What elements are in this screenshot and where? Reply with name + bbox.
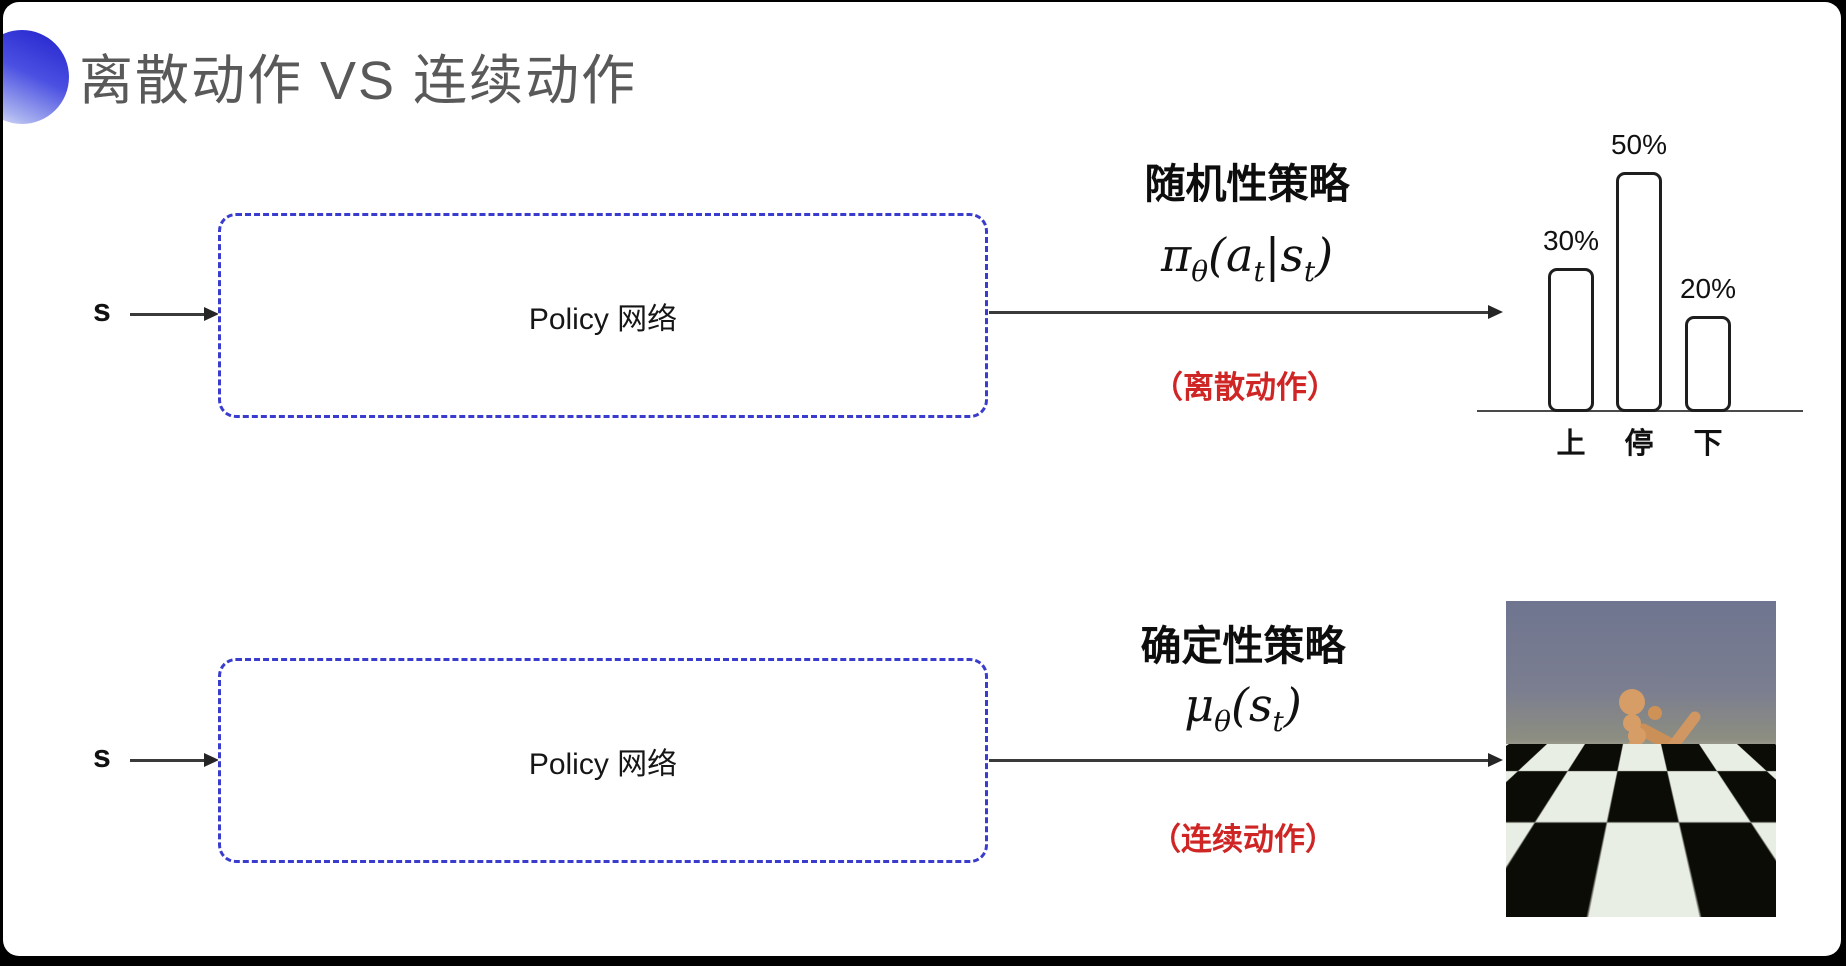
formula-subscript: t [1253, 255, 1265, 289]
bar-value-label: 30% [1542, 225, 1600, 256]
formula-paren: ) [1283, 678, 1302, 732]
state-input-label-bottom: s [93, 738, 111, 774]
floor-reflection [1566, 879, 1736, 917]
bar-up [1548, 268, 1594, 412]
state-input-label-top: s [93, 292, 111, 328]
continuous-action-note: （连续动作） [1150, 822, 1336, 857]
bar-value-label: 20% [1679, 273, 1737, 304]
category-label-down: 下 [1693, 428, 1723, 460]
category-label-up: 上 [1556, 428, 1586, 460]
formula-subscript: θ [1191, 255, 1209, 289]
bar-value-label: 50% [1610, 129, 1668, 160]
category-label-stop: 停 [1624, 428, 1654, 460]
output-arrow-top [989, 305, 1503, 319]
formula-subscript: t [1272, 705, 1284, 739]
stochastic-policy-title: 随机性策略 [1144, 161, 1350, 207]
slide-title: 离散动作 VS 连续动作 [79, 51, 638, 111]
bullet-sphere-icon [3, 30, 69, 124]
formula-paren: ( [1208, 228, 1226, 282]
bar-group-up: 30% [1543, 225, 1599, 412]
policy-network-box-top: Policy 网络 [218, 213, 988, 418]
stochastic-policy-formula: πθ(at|st) [1037, 228, 1457, 288]
policy-network-label-bottom: Policy 网络 [528, 747, 678, 781]
output-arrow-bottom [989, 753, 1503, 767]
formula-arg: s [1248, 678, 1273, 732]
action-probability-bar-chart: 30% 50% 20% 上 停 下 [1477, 102, 1807, 472]
bar-group-down: 20% [1680, 273, 1736, 412]
formula-subscript: t [1303, 255, 1316, 289]
formula-paren: ) [1315, 228, 1334, 282]
bar-group-stop: 50% [1611, 129, 1667, 412]
humanoid-robot-graphic [1594, 689, 1701, 859]
discrete-action-note: （离散动作） [1152, 370, 1338, 405]
deterministic-policy-title: 确定性策略 [1140, 623, 1346, 669]
policy-network-label-top: Policy 网络 [528, 302, 678, 336]
formula-symbol: μ [1184, 678, 1215, 732]
slide-canvas: 离散动作 VS 连续动作 s Policy 网络 随机性策略 πθ(at|st)… [3, 2, 1841, 956]
formula-arg: a [1226, 228, 1254, 282]
formula-subscript: θ [1214, 705, 1231, 739]
humanoid-simulation-image [1506, 601, 1776, 917]
formula-paren: ( [1230, 678, 1249, 732]
formula-symbol: π [1160, 228, 1192, 282]
formula-separator: | [1264, 228, 1281, 282]
input-arrow-top [130, 307, 219, 321]
deterministic-policy-formula: μθ(st) [1033, 678, 1453, 738]
bar-down [1685, 316, 1731, 412]
bar-stop [1616, 172, 1662, 412]
sky-background [1506, 601, 1776, 744]
policy-network-box-bottom: Policy 网络 [218, 658, 988, 863]
formula-arg: s [1280, 228, 1304, 282]
input-arrow-bottom [130, 753, 219, 767]
